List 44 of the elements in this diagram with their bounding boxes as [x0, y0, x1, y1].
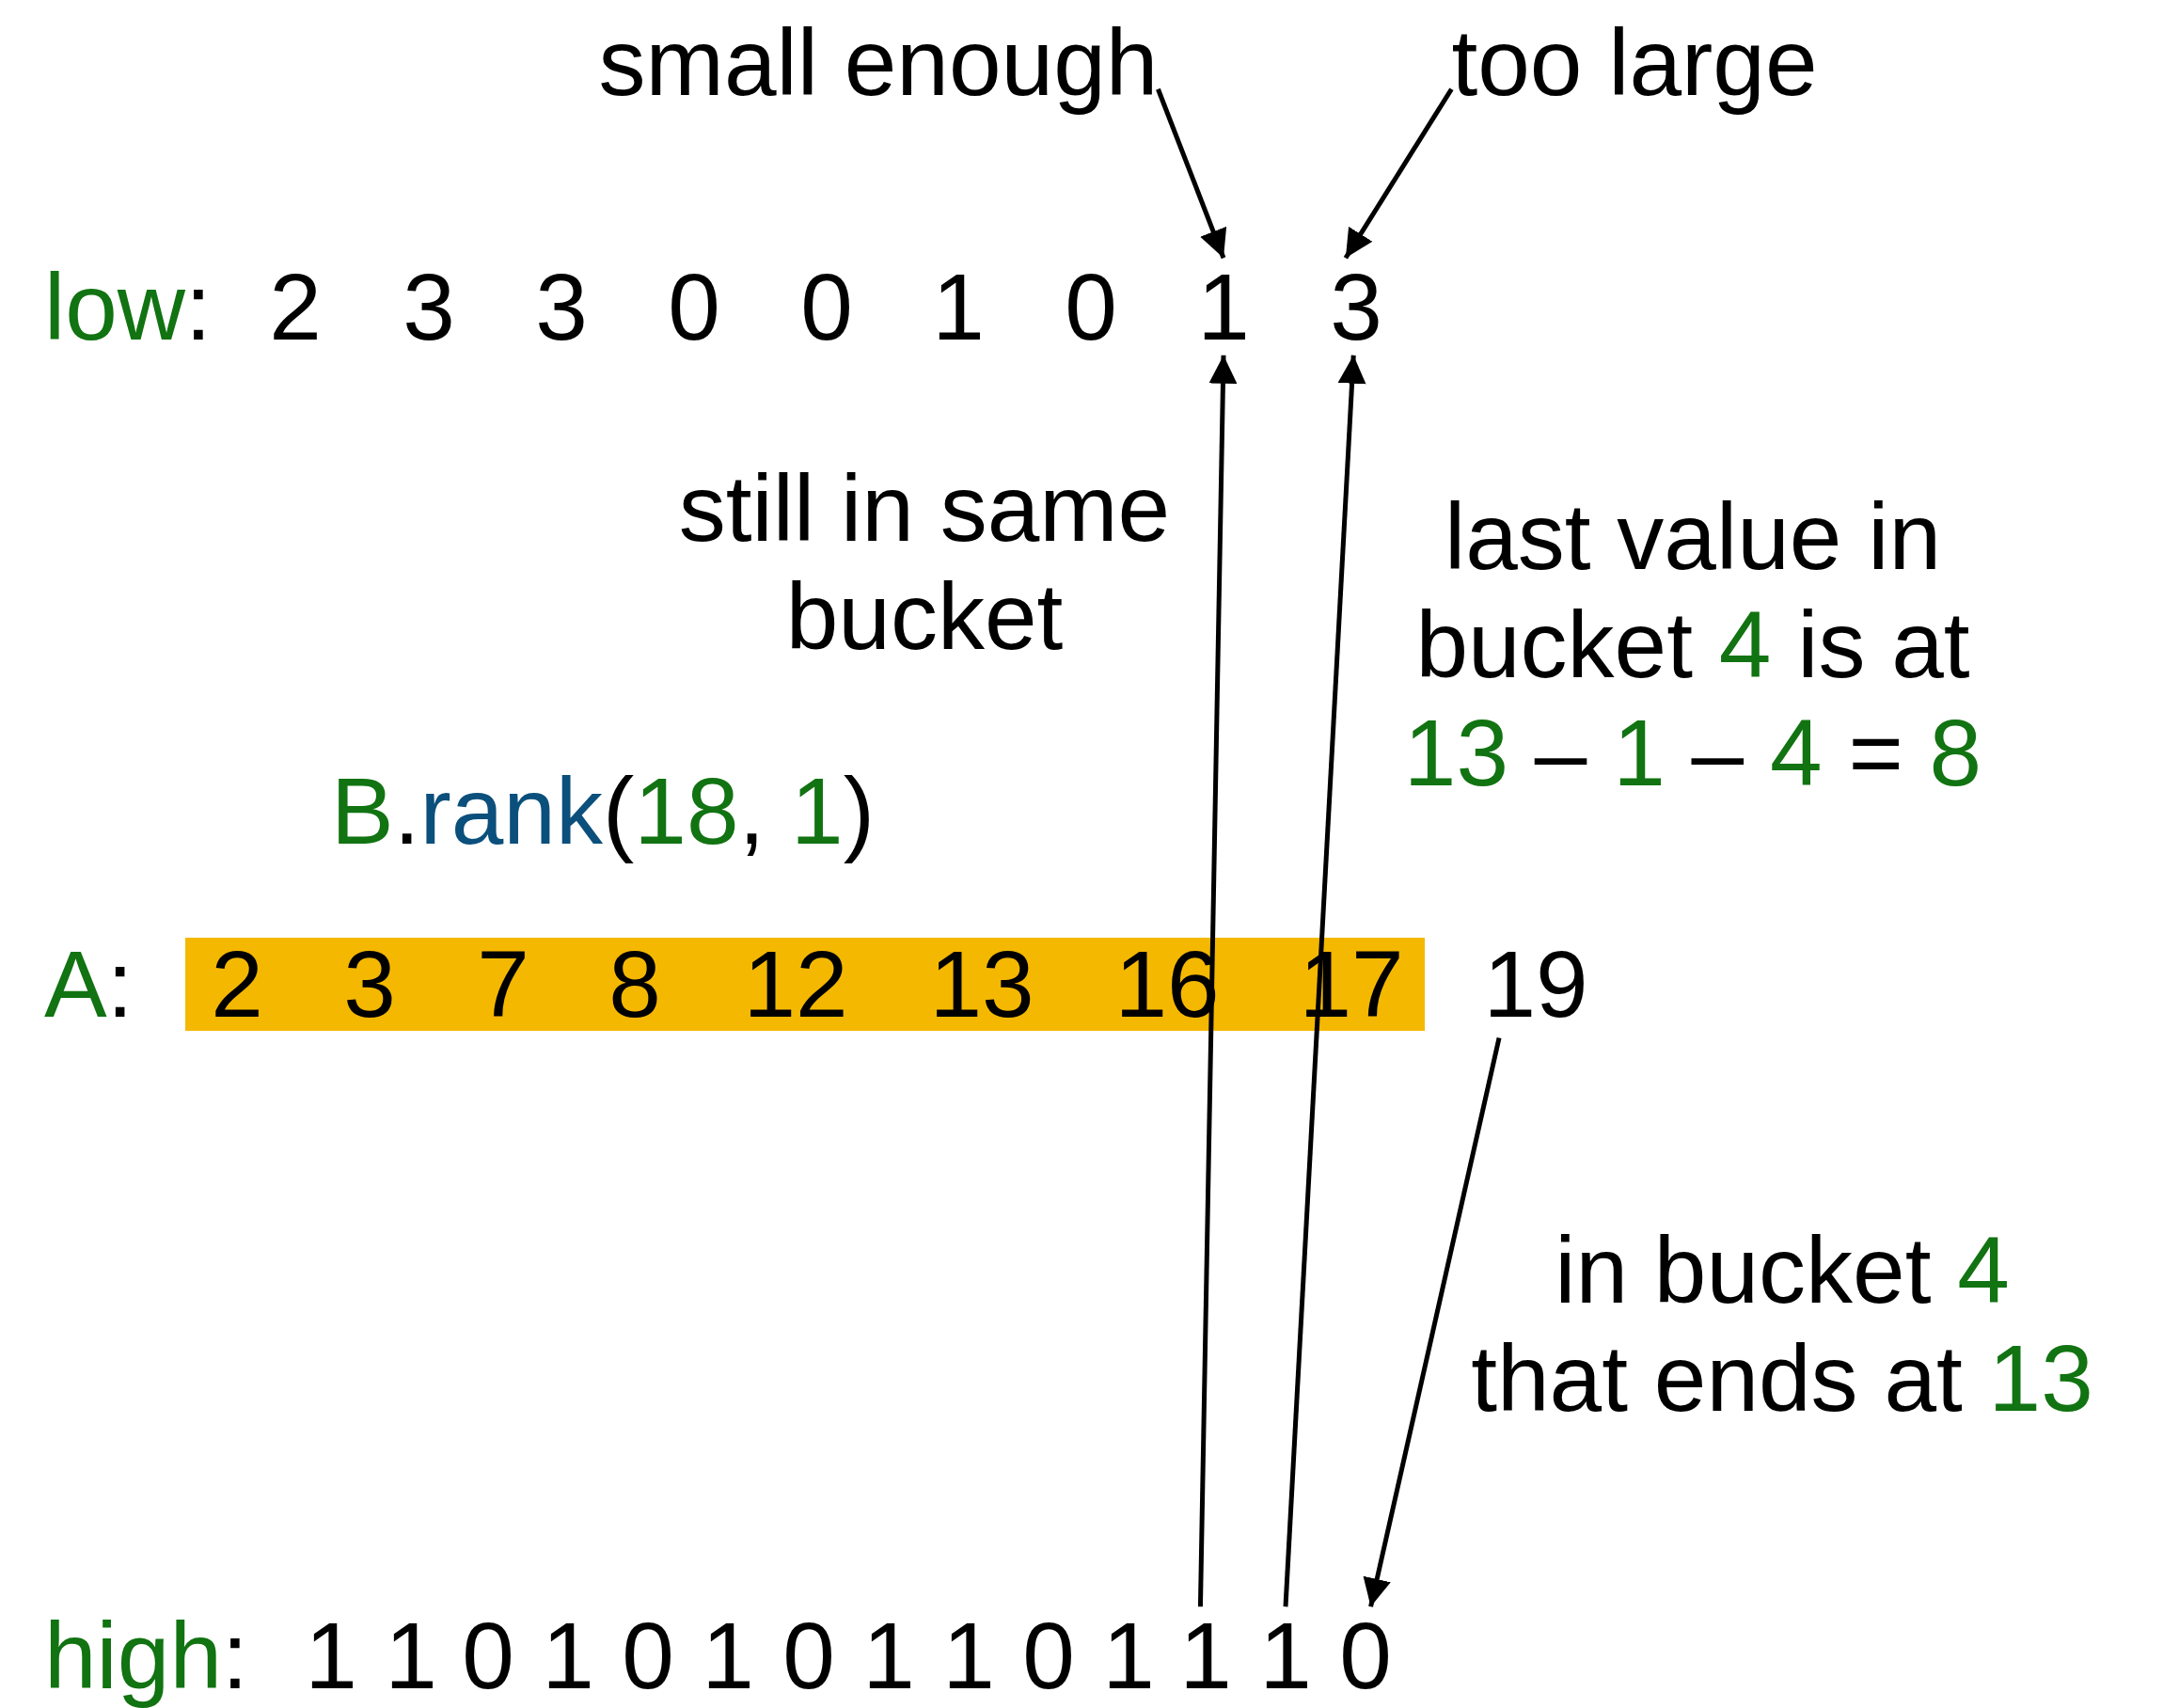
- digit: 1: [702, 1601, 754, 1708]
- digit: 1: [1197, 252, 1250, 361]
- digit: 0: [1022, 1601, 1075, 1708]
- digit: 0: [462, 1601, 514, 1708]
- digit: 0: [668, 252, 720, 361]
- digit: 1: [305, 1601, 357, 1708]
- annotation: too large: [1451, 8, 1818, 117]
- number: 19: [1483, 929, 1588, 1038]
- arrow: [1283, 355, 1366, 1607]
- row-label: high:: [44, 1601, 248, 1708]
- digit: 1: [542, 1601, 594, 1708]
- number: 3: [343, 929, 396, 1038]
- arrow: [1343, 87, 1454, 260]
- number: 12: [743, 929, 848, 1038]
- arrow: [1363, 1036, 1502, 1607]
- digit: 3: [535, 252, 588, 361]
- row-label: low:: [44, 252, 212, 361]
- digit: 3: [403, 252, 455, 361]
- digit: 1: [1102, 1601, 1155, 1708]
- digit: 1: [862, 1601, 915, 1708]
- row-label: A:: [44, 929, 134, 1038]
- number: 7: [477, 929, 529, 1038]
- digit: 1: [942, 1601, 995, 1708]
- digit: 0: [782, 1601, 835, 1708]
- code-expression: B.rank(18, 1): [330, 756, 876, 865]
- annotation: small enough: [598, 8, 1159, 117]
- digit: 0: [622, 1601, 674, 1708]
- number: 2: [211, 929, 263, 1038]
- annotation: still in same bucket: [677, 454, 1172, 671]
- digit: 1: [1179, 1601, 1232, 1708]
- digit: 3: [1330, 252, 1382, 361]
- digit: 0: [800, 252, 853, 361]
- number: 8: [608, 929, 661, 1038]
- digit: 2: [269, 252, 322, 361]
- digit: 1: [932, 252, 985, 361]
- annotation: in bucket 4 that ends at 13: [1470, 1216, 2094, 1432]
- arrow: [1156, 87, 1227, 260]
- digit: 0: [1339, 1601, 1392, 1708]
- digit: 1: [1259, 1601, 1312, 1708]
- number: 13: [929, 929, 1034, 1038]
- digit: 1: [385, 1601, 437, 1708]
- digit: 0: [1065, 252, 1117, 361]
- annotation: last value in bucket 4 is at 13 – 1 – 4 = 8: [1402, 482, 1983, 807]
- arrow: [1197, 355, 1238, 1607]
